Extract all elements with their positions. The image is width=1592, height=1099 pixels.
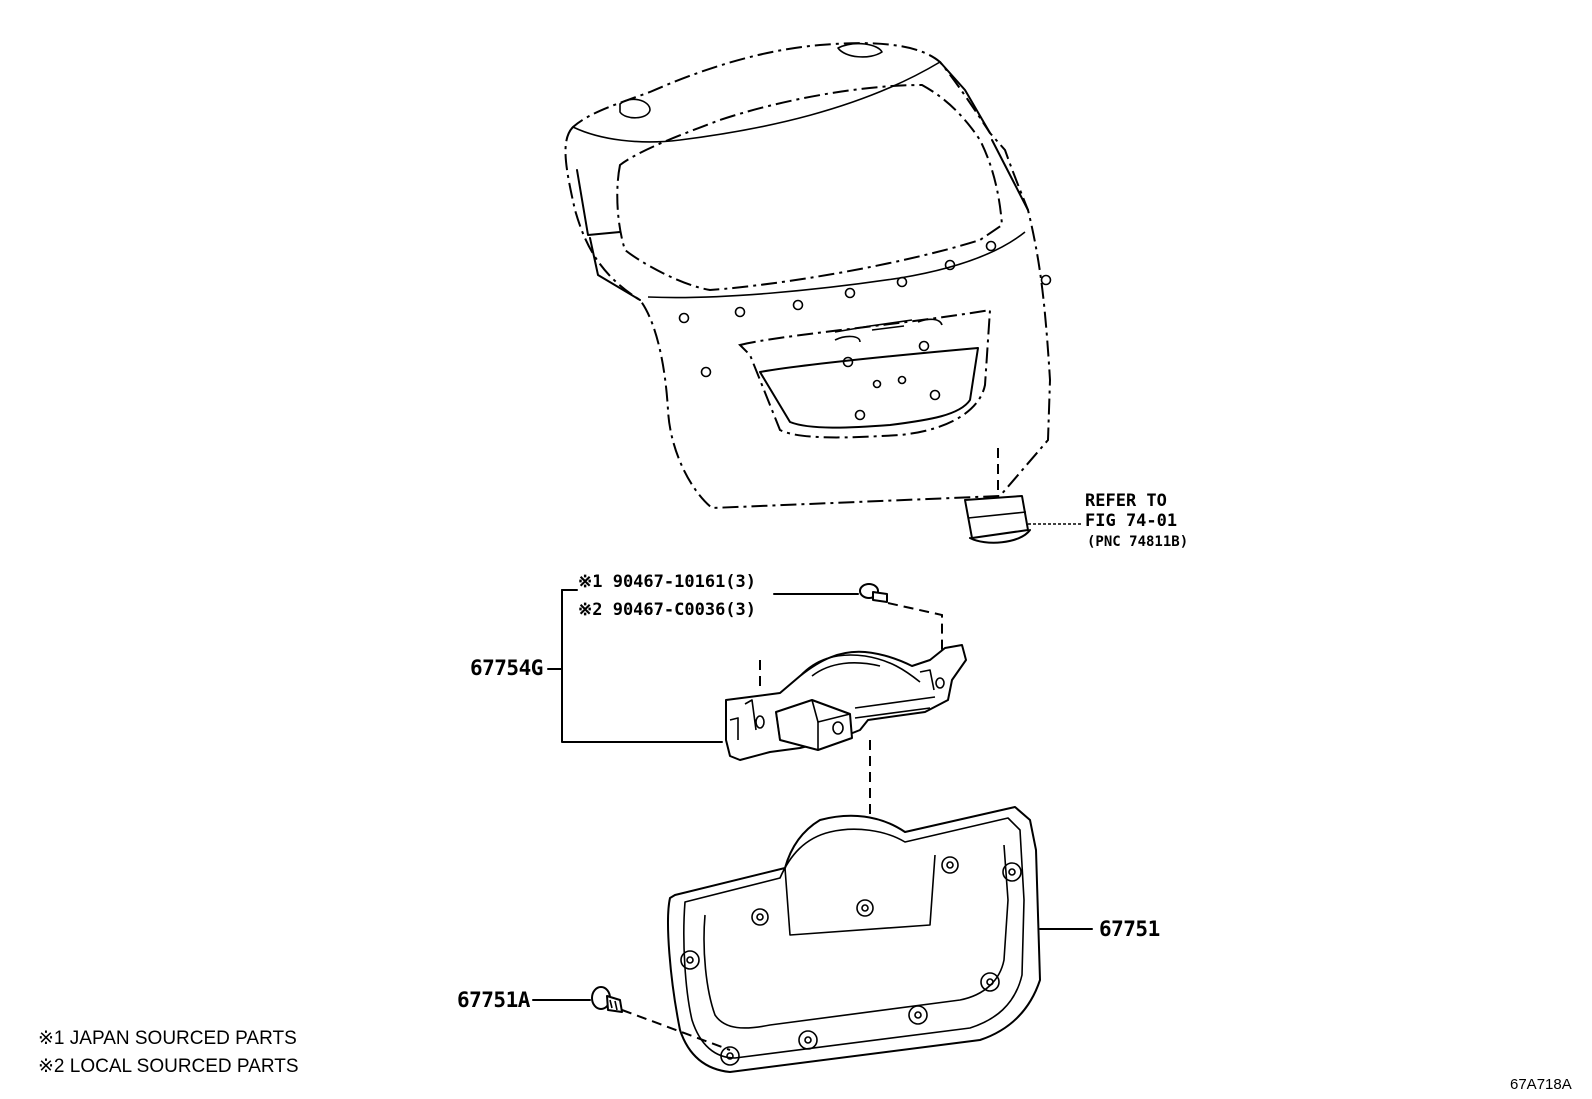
bolt-reference-1: ※1 90467-10161(3) [578, 572, 757, 592]
bolt-90467 [859, 583, 888, 603]
pnc-reference-label: (PNC 74811B) [1087, 534, 1189, 550]
back-door-panel [564, 42, 1052, 510]
fig-reference-label: FIG 74-01 [1085, 511, 1178, 531]
bolt-reference-2: ※2 90467-C0036(3) [578, 600, 757, 620]
part-number-67754G: 67754G [470, 656, 543, 680]
clip-67751A [591, 986, 623, 1013]
door-mounting-holes [678, 240, 1052, 421]
legend-note-japan-sourced: ※1 JAPAN SOURCED PARTS [38, 1028, 297, 1049]
lower-panel-67751 [667, 806, 1041, 1073]
part-number-67751A: 67751A [457, 988, 530, 1012]
refer-to-label: REFER TO [1085, 491, 1167, 511]
figure-code: 67A718A [1510, 1076, 1572, 1093]
switch-part [964, 495, 1031, 544]
part-number-67751: 67751 [1099, 917, 1160, 941]
garnish-assembly-67754G [725, 644, 967, 761]
legend-note-local-sourced: ※2 LOCAL SOURCED PARTS [38, 1056, 299, 1077]
